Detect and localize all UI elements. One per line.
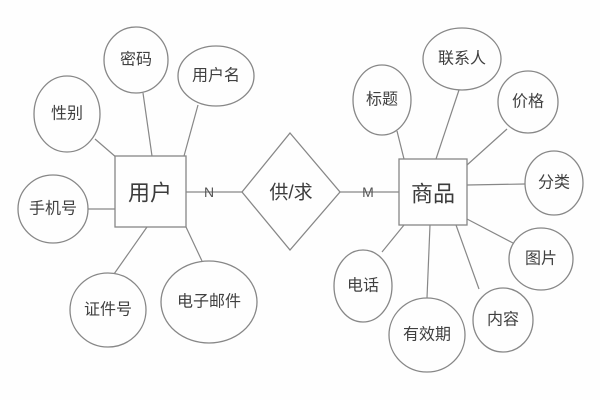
connector-lines — [88, 89, 526, 299]
user-entity-box — [114, 155, 187, 228]
username-ellipse — [177, 45, 255, 107]
telephone-label: 电话 — [347, 277, 379, 295]
category-label: 分类 — [538, 174, 570, 192]
entity-user: 用户 — [114, 155, 187, 228]
image-label: 图片 — [525, 250, 557, 268]
id-number-label: 证件号 — [84, 301, 132, 319]
user-entity-label: 用户 — [128, 181, 172, 206]
email-label: 电子邮件 — [177, 293, 241, 311]
image-ellipse — [508, 227, 574, 291]
connector-product-image — [466, 218, 514, 244]
contact-person-ellipse — [422, 27, 502, 91]
contact-person-label: 联系人 — [438, 50, 486, 68]
user-attribute-email: 电子邮件 — [160, 260, 258, 344]
title-label: 标题 — [366, 91, 398, 109]
telephone-ellipse — [333, 249, 393, 323]
connector-user-gender — [94, 138, 118, 159]
validity-period-label: 有效期 — [403, 326, 451, 344]
email-ellipse — [160, 260, 258, 344]
mobile-number-label: 手机号 — [29, 200, 77, 218]
connector-product-validity — [426, 224, 431, 299]
connector-product-telephone — [381, 224, 405, 253]
connector-product-price — [466, 128, 508, 166]
user-attribute-id-number: 证件号 — [69, 272, 147, 348]
connector-user-password — [142, 92, 153, 157]
product-attribute-category: 分类 — [524, 150, 584, 216]
product-entity-box — [398, 158, 468, 226]
connector-product-category — [466, 183, 526, 186]
content-ellipse — [472, 287, 534, 353]
relationship-diamond — [241, 131, 341, 252]
product-attribute-telephone: 电话 — [333, 249, 393, 323]
product-attribute-content: 内容 — [472, 287, 534, 353]
price-label: 价格 — [512, 93, 544, 111]
cardinality-m-label: M — [362, 184, 374, 200]
product-attribute-title: 标题 — [352, 64, 412, 136]
password-label: 密码 — [120, 51, 152, 69]
user-attribute-password: 密码 — [103, 26, 169, 94]
product-attribute-price: 价格 — [497, 70, 559, 134]
id-number-ellipse — [69, 272, 147, 348]
relationship-supply-demand: 供/求 — [241, 131, 341, 252]
connector-product-contact — [435, 89, 460, 160]
user-attribute-mobile-number: 手机号 — [17, 174, 89, 244]
gender-ellipse — [33, 75, 101, 153]
product-entity-label: 商品 — [411, 182, 455, 207]
product-attribute-validity-period: 有效期 — [388, 297, 466, 373]
gender-label: 性别 — [51, 105, 83, 123]
title-ellipse — [352, 64, 412, 136]
user-attribute-username: 用户名 — [177, 45, 255, 107]
relationship-label: 供/求 — [269, 182, 312, 204]
category-ellipse — [524, 150, 584, 216]
cardinality-n-label: N — [204, 184, 214, 200]
connector-product-title — [396, 130, 405, 160]
connector-user-email — [185, 226, 203, 262]
product-attribute-image: 图片 — [508, 227, 574, 291]
connector-user-idnumber — [113, 226, 148, 275]
entity-product: 商品 — [398, 158, 468, 226]
content-label: 内容 — [487, 311, 519, 329]
mobile-number-ellipse — [17, 174, 89, 244]
user-attribute-gender: 性别 — [33, 75, 101, 153]
price-ellipse — [497, 70, 559, 134]
password-ellipse — [103, 26, 169, 94]
validity-period-ellipse — [388, 297, 466, 373]
product-attribute-contact-person: 联系人 — [422, 27, 502, 91]
connector-user-username — [183, 104, 199, 157]
connector-product-content — [455, 224, 480, 290]
username-label: 用户名 — [192, 67, 240, 85]
